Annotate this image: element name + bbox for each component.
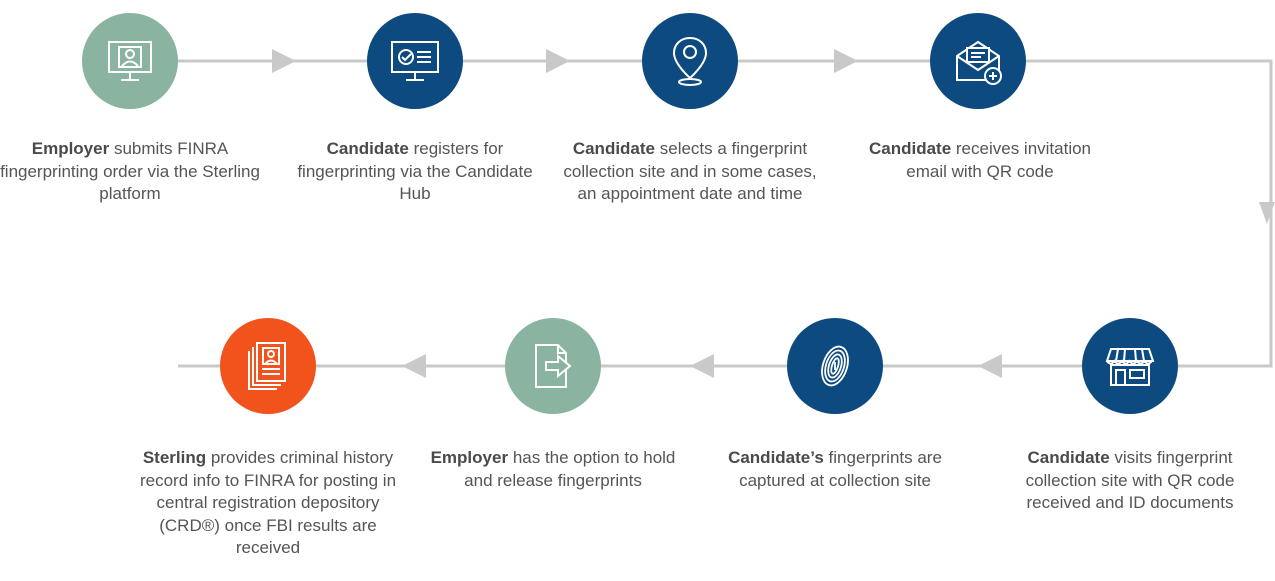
step-8-text: provides criminal history record info to… [139, 448, 397, 557]
step-2-text: registers for fingerprinting via the Can… [297, 139, 533, 203]
monitor-check-icon [391, 41, 439, 81]
step-5-actor: Candidate [1027, 448, 1110, 467]
step-4-node [930, 13, 1026, 109]
storefront-icon [1105, 348, 1155, 386]
step-6-caption: Candidate’s fingerprints are captured at… [705, 447, 965, 492]
arrow-3-4 [834, 49, 858, 73]
step-2-node [367, 13, 463, 109]
step-4-actor: Candidate [868, 139, 952, 158]
arrow-2-3 [546, 49, 570, 73]
step-2-actor: Candidate [326, 139, 409, 158]
arrow-7-8 [402, 354, 426, 378]
step-3-node [642, 13, 738, 109]
step-4-caption: Candidate receives invitation email with… [860, 138, 1100, 183]
envelope-plus-icon [956, 40, 1002, 85]
step-3-actor: Candidate [572, 139, 656, 158]
step-5-text: visits fingerprint collection site with … [1025, 448, 1235, 512]
step-6-actor: Candidate’s [728, 448, 824, 467]
step-8-actor: Sterling [142, 448, 207, 467]
step-4-text: receives invitation email with QR code [906, 139, 1092, 181]
connector-line-top [178, 59, 1273, 368]
step-3-text: selects a fingerprint collection site an… [563, 139, 817, 203]
arrow-5-6 [978, 354, 1002, 378]
step-5-caption: Candidate visits fingerprint collection … [1000, 447, 1260, 515]
step-3-caption: Candidate selects a fingerprint collecti… [560, 138, 820, 206]
step-7-caption: Employer has the option to hold and rele… [430, 447, 676, 492]
documents-profile-icon [248, 342, 286, 390]
step-7-node [505, 318, 601, 414]
step-1-actor: Employer [31, 139, 110, 158]
step-6-text: fingerprints are captured at collection … [739, 448, 942, 490]
step-6-node [787, 318, 883, 414]
arrow-6-7 [690, 354, 714, 378]
step-1-node [82, 13, 178, 109]
step-8-node [220, 318, 316, 414]
step-7-text: has the option to hold and release finge… [464, 448, 676, 490]
fingerprint-icon [821, 345, 849, 387]
arrow-1-2 [272, 49, 296, 73]
step-1-caption: Employer submits FINRA fingerprinting or… [0, 138, 260, 206]
step-2-caption: Candidate registers for fingerprinting v… [285, 138, 545, 206]
step-7-actor: Employer [430, 448, 509, 467]
step-8-caption: Sterling provides criminal history recor… [128, 447, 408, 560]
computer-user-icon [108, 41, 152, 81]
location-pin-icon [672, 36, 708, 86]
step-1-text: submits FINRA fingerprinting order via t… [0, 139, 260, 203]
step-5-node [1082, 318, 1178, 414]
arrow-4-5 [1259, 202, 1275, 224]
document-arrow-icon [535, 344, 572, 388]
